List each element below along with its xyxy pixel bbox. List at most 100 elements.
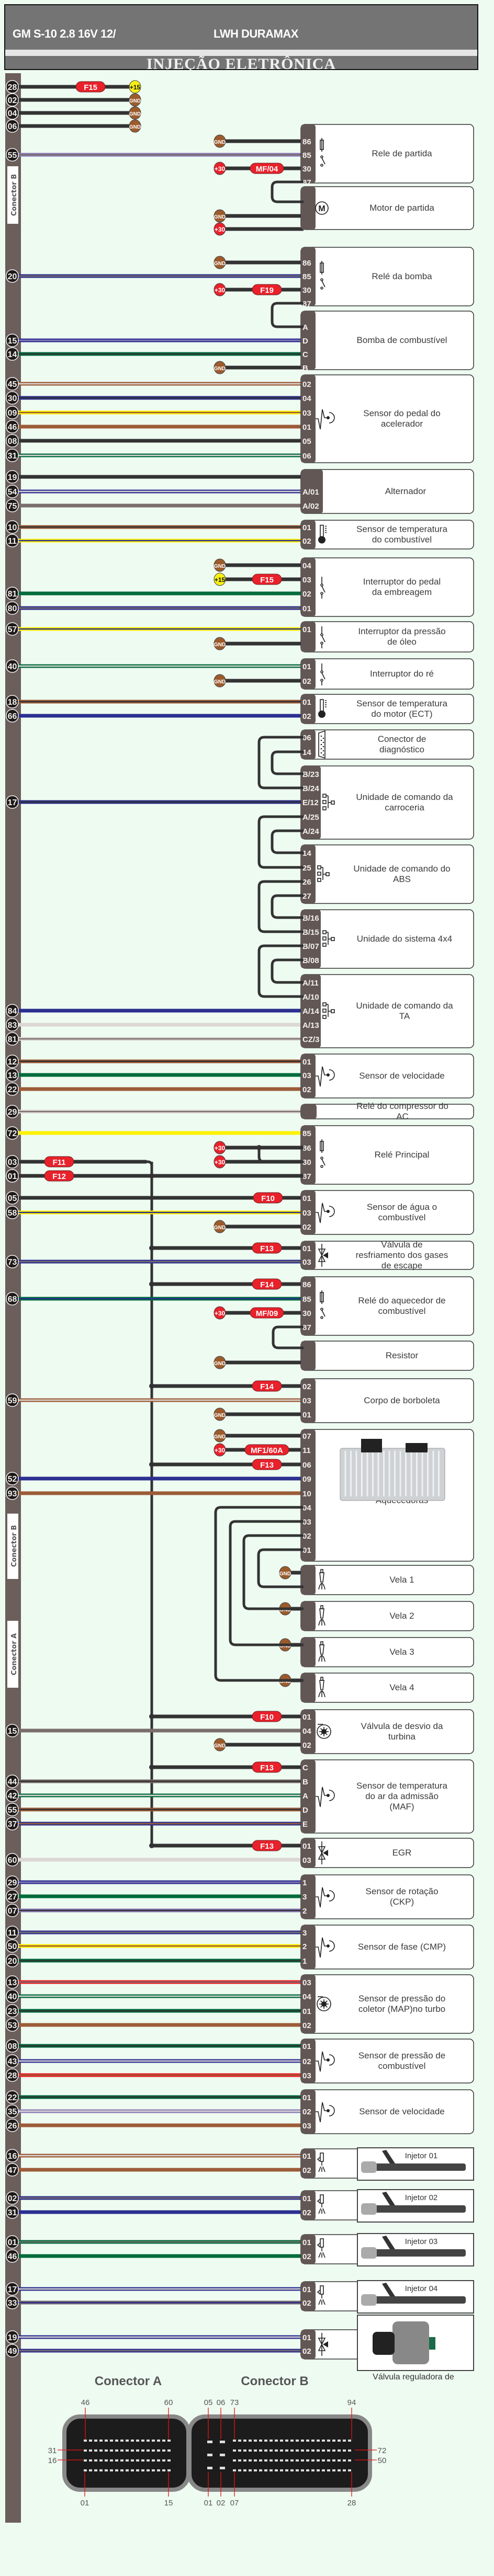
component-connector <box>301 1975 316 2033</box>
terminal <box>89 2440 92 2442</box>
ecu-pin-number: 29 <box>8 1108 17 1117</box>
component-pin-label: A/24 <box>302 827 319 836</box>
ecu-pin-badge <box>6 2344 19 2357</box>
power-supply-icon <box>214 283 226 296</box>
fuse-label: F13 <box>260 1764 274 1772</box>
terminal <box>301 2440 304 2442</box>
terminal <box>306 2459 309 2461</box>
fuse-body <box>252 1278 282 1290</box>
ecu-pin-number: 68 <box>8 1295 17 1304</box>
terminal <box>238 2440 241 2442</box>
terminal <box>322 2449 325 2452</box>
ecu-pin-number: 80 <box>8 604 17 613</box>
terminal <box>317 2469 320 2471</box>
source-gnd: GND <box>214 361 226 374</box>
ecu-pin-number: 26 <box>8 2122 17 2131</box>
fuse-f13: F13 <box>252 1459 282 1470</box>
pinout-label: 07 <box>230 2499 239 2508</box>
ecu-pin-58: 58 <box>6 1206 19 1219</box>
ecu-pin-badge <box>6 1989 19 2003</box>
component-name: Resistor <box>386 1350 419 1360</box>
can-4x4-ta-2 <box>271 958 304 984</box>
ecu-pin-72: 72 <box>6 1126 19 1140</box>
ecu-pin-badge <box>6 587 19 600</box>
terminal <box>338 2459 341 2461</box>
fuse-body <box>75 81 106 93</box>
ecu-pin-badge <box>6 106 19 120</box>
terminal <box>162 2449 165 2452</box>
ecu-pin-number: 37 <box>8 1820 17 1829</box>
component-name: Motor de partida <box>369 203 434 213</box>
component-connector <box>301 375 316 463</box>
component-name: Sensor do pedal do <box>363 408 440 418</box>
fuse-label: F14 <box>260 1280 274 1289</box>
component-pin-label: A/11 <box>302 979 319 988</box>
terminal <box>301 2459 304 2461</box>
component-pin-label: D <box>302 337 308 346</box>
component-pin-label: 87 <box>302 1172 311 1181</box>
component-pin-label: B <box>302 1778 308 1787</box>
source-label: GND <box>214 1225 226 1231</box>
source-plus30: +30 <box>214 283 226 296</box>
ecu-pin-number: 03 <box>8 1158 17 1167</box>
ecu-pin-number: 66 <box>8 712 17 721</box>
ground-icon <box>129 119 141 133</box>
ecu-pin-22: 22 <box>6 2090 19 2104</box>
sensor-icon <box>316 1887 335 1908</box>
terminal <box>220 2454 225 2456</box>
vehicle-title: GM S-10 2.8 16V 12/ <box>13 27 116 40</box>
terminal <box>322 2469 325 2471</box>
component-pin-label: C <box>302 350 308 359</box>
terminal <box>270 2440 273 2442</box>
ecu-pin-19: 19 <box>6 2330 19 2344</box>
component-pin-label: 02 <box>302 1532 311 1541</box>
source-label: GND <box>214 140 226 145</box>
fuse-body <box>44 1170 74 1182</box>
fuse-mf-09: MF/09 <box>250 1307 284 1319</box>
ecu-pin-81: 81 <box>6 587 19 600</box>
fuse-mf1-60a: MF1/60A <box>244 1444 289 1456</box>
terminal <box>259 2449 262 2452</box>
ecu-pin-number: 33 <box>8 2299 17 2308</box>
component-pin-label: A/25 <box>302 813 319 822</box>
ecu-pin-number: 53 <box>8 2021 17 2030</box>
component-pin-label: 01 <box>302 1194 311 1203</box>
ecu-pin-badge <box>6 1004 19 1017</box>
component-pin-label: A/10 <box>302 993 319 1002</box>
ecu-pin-number: 02 <box>8 2194 17 2203</box>
component-pin-label: 86 <box>302 1144 311 1153</box>
glow-plug-icon <box>318 1641 325 1662</box>
component-pin-label: 85 <box>302 151 311 160</box>
glow-plug-icon <box>318 1677 325 1698</box>
component-pin-label: 02 <box>302 590 311 599</box>
ecu-pin-number: 19 <box>8 473 17 482</box>
ground-icon <box>214 1220 226 1233</box>
ground-icon <box>129 106 141 120</box>
component-connector <box>301 1104 317 1119</box>
terminal <box>152 2440 155 2442</box>
terminal <box>157 2459 160 2461</box>
terminal <box>167 2469 171 2471</box>
ecu-pin-badge <box>6 420 19 433</box>
ecu-pin-badge <box>6 2330 19 2344</box>
component-connector <box>301 659 316 689</box>
ecu-pin-badge <box>6 2163 19 2177</box>
component-box <box>300 1565 474 1595</box>
ecu-pin-55: 55 <box>6 148 19 162</box>
ground-icon <box>214 209 226 223</box>
terminal <box>105 2469 108 2471</box>
component-pin-label: A/01 <box>302 488 319 497</box>
ecu-pin-badge <box>6 1975 19 1989</box>
relay-icon <box>320 138 325 167</box>
glow-module-photo <box>340 1439 445 1501</box>
component-pin-label: 01 <box>302 1411 311 1419</box>
ecu-pin-number: 31 <box>8 452 17 461</box>
ecu-pin-badge <box>6 1055 19 1068</box>
terminal <box>275 2440 278 2442</box>
terminal <box>131 2459 134 2461</box>
source-gnd: GND <box>214 209 226 223</box>
